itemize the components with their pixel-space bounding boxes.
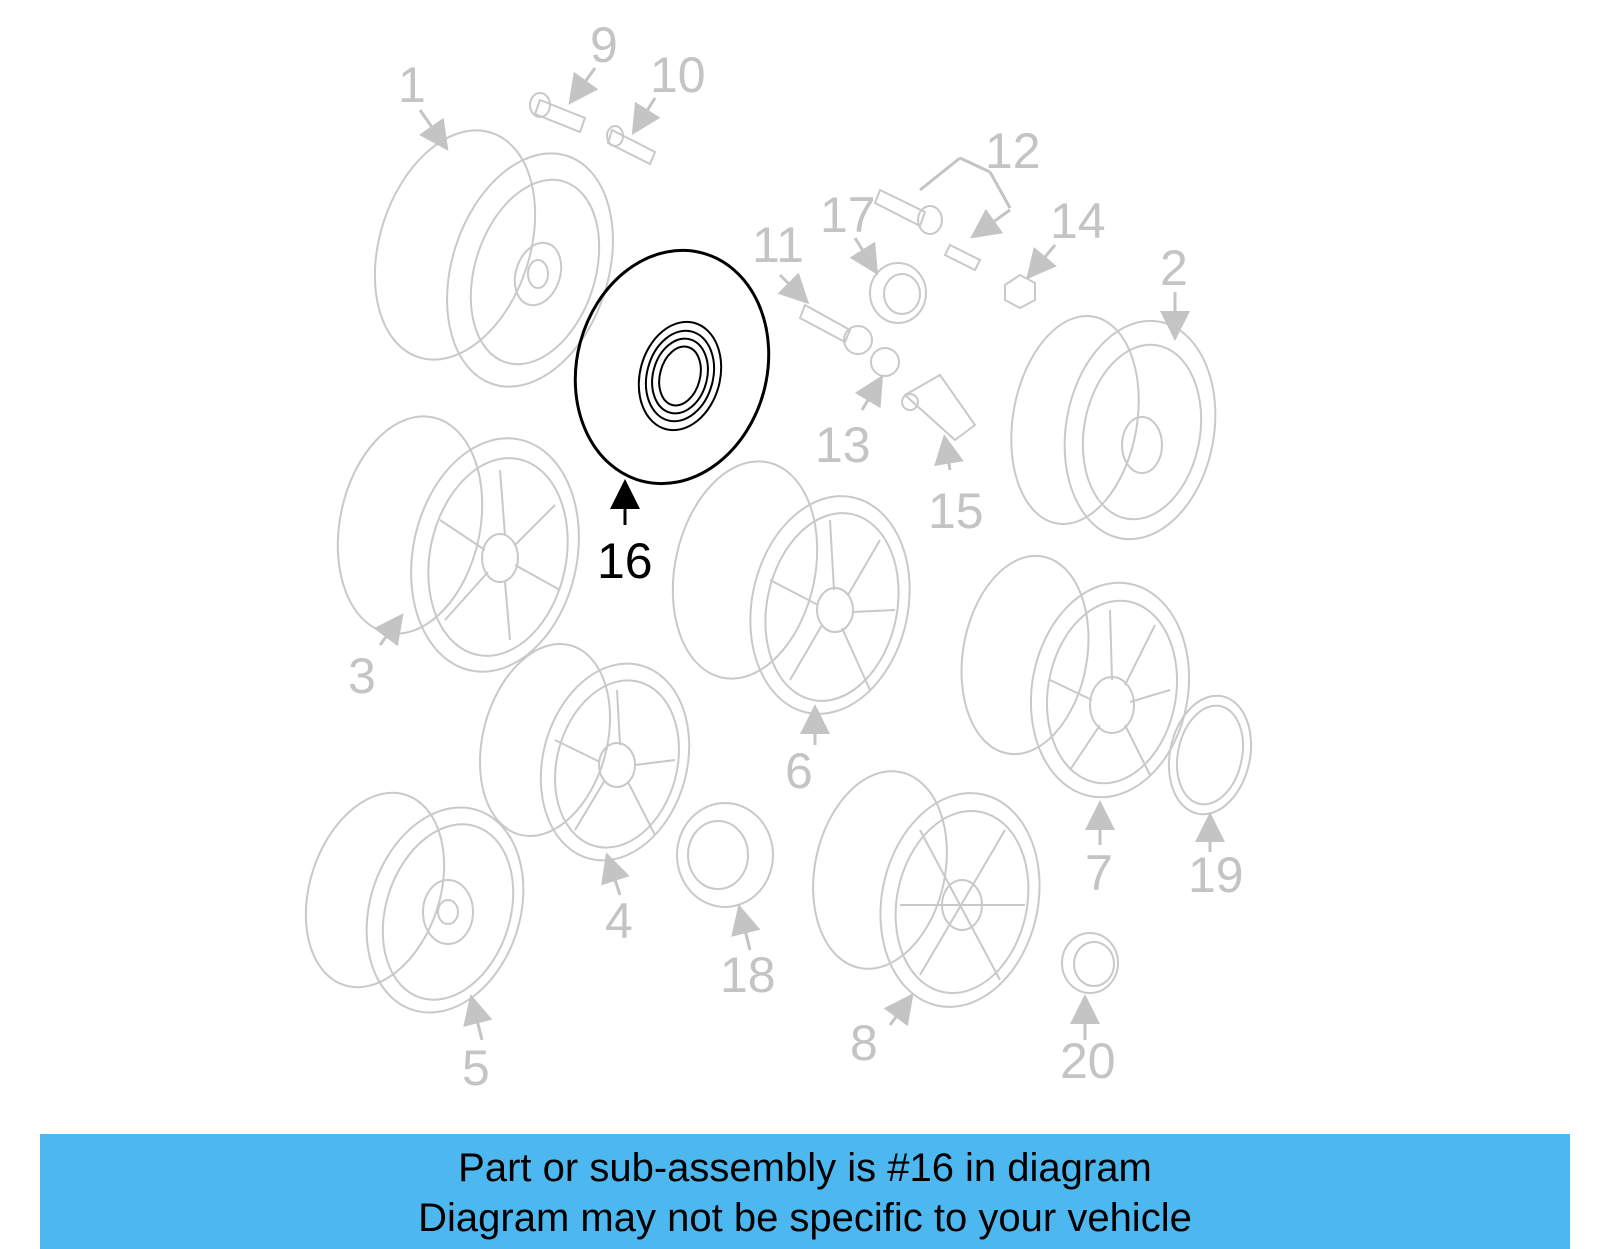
callout-9[interactable]: 9	[590, 17, 618, 73]
nut-13-illustration	[870, 347, 900, 377]
wheel-8-illustration	[812, 770, 1041, 1008]
callout-16[interactable]: 16	[597, 533, 653, 589]
wheel-4-illustration	[478, 642, 691, 862]
callout-labels: 1 2 3 4 5 6 7 8 9 10 11 12 13 14 15 16 1…	[348, 17, 1244, 1096]
leader-lines	[373, 67, 1225, 1041]
callout-19[interactable]: 19	[1188, 847, 1244, 903]
bolt-12-illustration	[873, 188, 982, 272]
callout-12[interactable]: 12	[985, 123, 1041, 179]
info-banner: Part or sub-assembly is #16 in diagram D…	[40, 1134, 1570, 1249]
bolt-9-illustration	[529, 92, 587, 134]
callout-11[interactable]: 11	[752, 217, 804, 273]
parts-diagram: 1 2 3 4 5 6 7 8 9 10 11 12 13 14 15 16 1…	[304, 17, 1253, 1096]
wheel-cover-16-illustration[interactable]	[550, 228, 795, 505]
callout-15[interactable]: 15	[928, 483, 984, 539]
callout-20[interactable]: 20	[1060, 1033, 1116, 1089]
wheel-2-illustration	[1010, 315, 1217, 541]
callout-17[interactable]: 17	[820, 187, 876, 243]
callout-8[interactable]: 8	[850, 1015, 878, 1071]
banner-disclaimer-line: Diagram may not be specific to your vehi…	[418, 1196, 1192, 1240]
callout-14[interactable]: 14	[1050, 193, 1106, 249]
callout-7[interactable]: 7	[1085, 845, 1113, 901]
center-cap-20-illustration	[1061, 932, 1119, 994]
banner-part-line: Part or sub-assembly is #16 in diagram	[458, 1146, 1152, 1190]
callout-6[interactable]: 6	[785, 743, 813, 799]
callout-13[interactable]: 13	[815, 417, 871, 473]
callout-1[interactable]: 1	[398, 57, 426, 113]
callout-4[interactable]: 4	[605, 893, 633, 949]
wheel-7-illustration	[960, 554, 1191, 799]
wheel-1-illustration	[373, 129, 614, 388]
nut-14-illustration	[1004, 273, 1036, 310]
callout-3[interactable]: 3	[348, 648, 376, 704]
center-cap-18-illustration	[676, 802, 774, 908]
valve-stem-10-illustration	[606, 125, 657, 166]
tool-15-illustration	[901, 373, 977, 442]
wheel-5-illustration	[304, 791, 525, 1014]
bolt-11-illustration	[798, 303, 873, 355]
cap-17-illustration	[869, 262, 927, 324]
callout-2[interactable]: 2	[1160, 240, 1188, 296]
wheel-6-illustration	[671, 460, 911, 715]
callout-10[interactable]: 10	[650, 47, 706, 103]
wheel-3-illustration	[336, 415, 580, 673]
callout-5[interactable]: 5	[462, 1040, 490, 1096]
callout-18[interactable]: 18	[720, 947, 776, 1003]
